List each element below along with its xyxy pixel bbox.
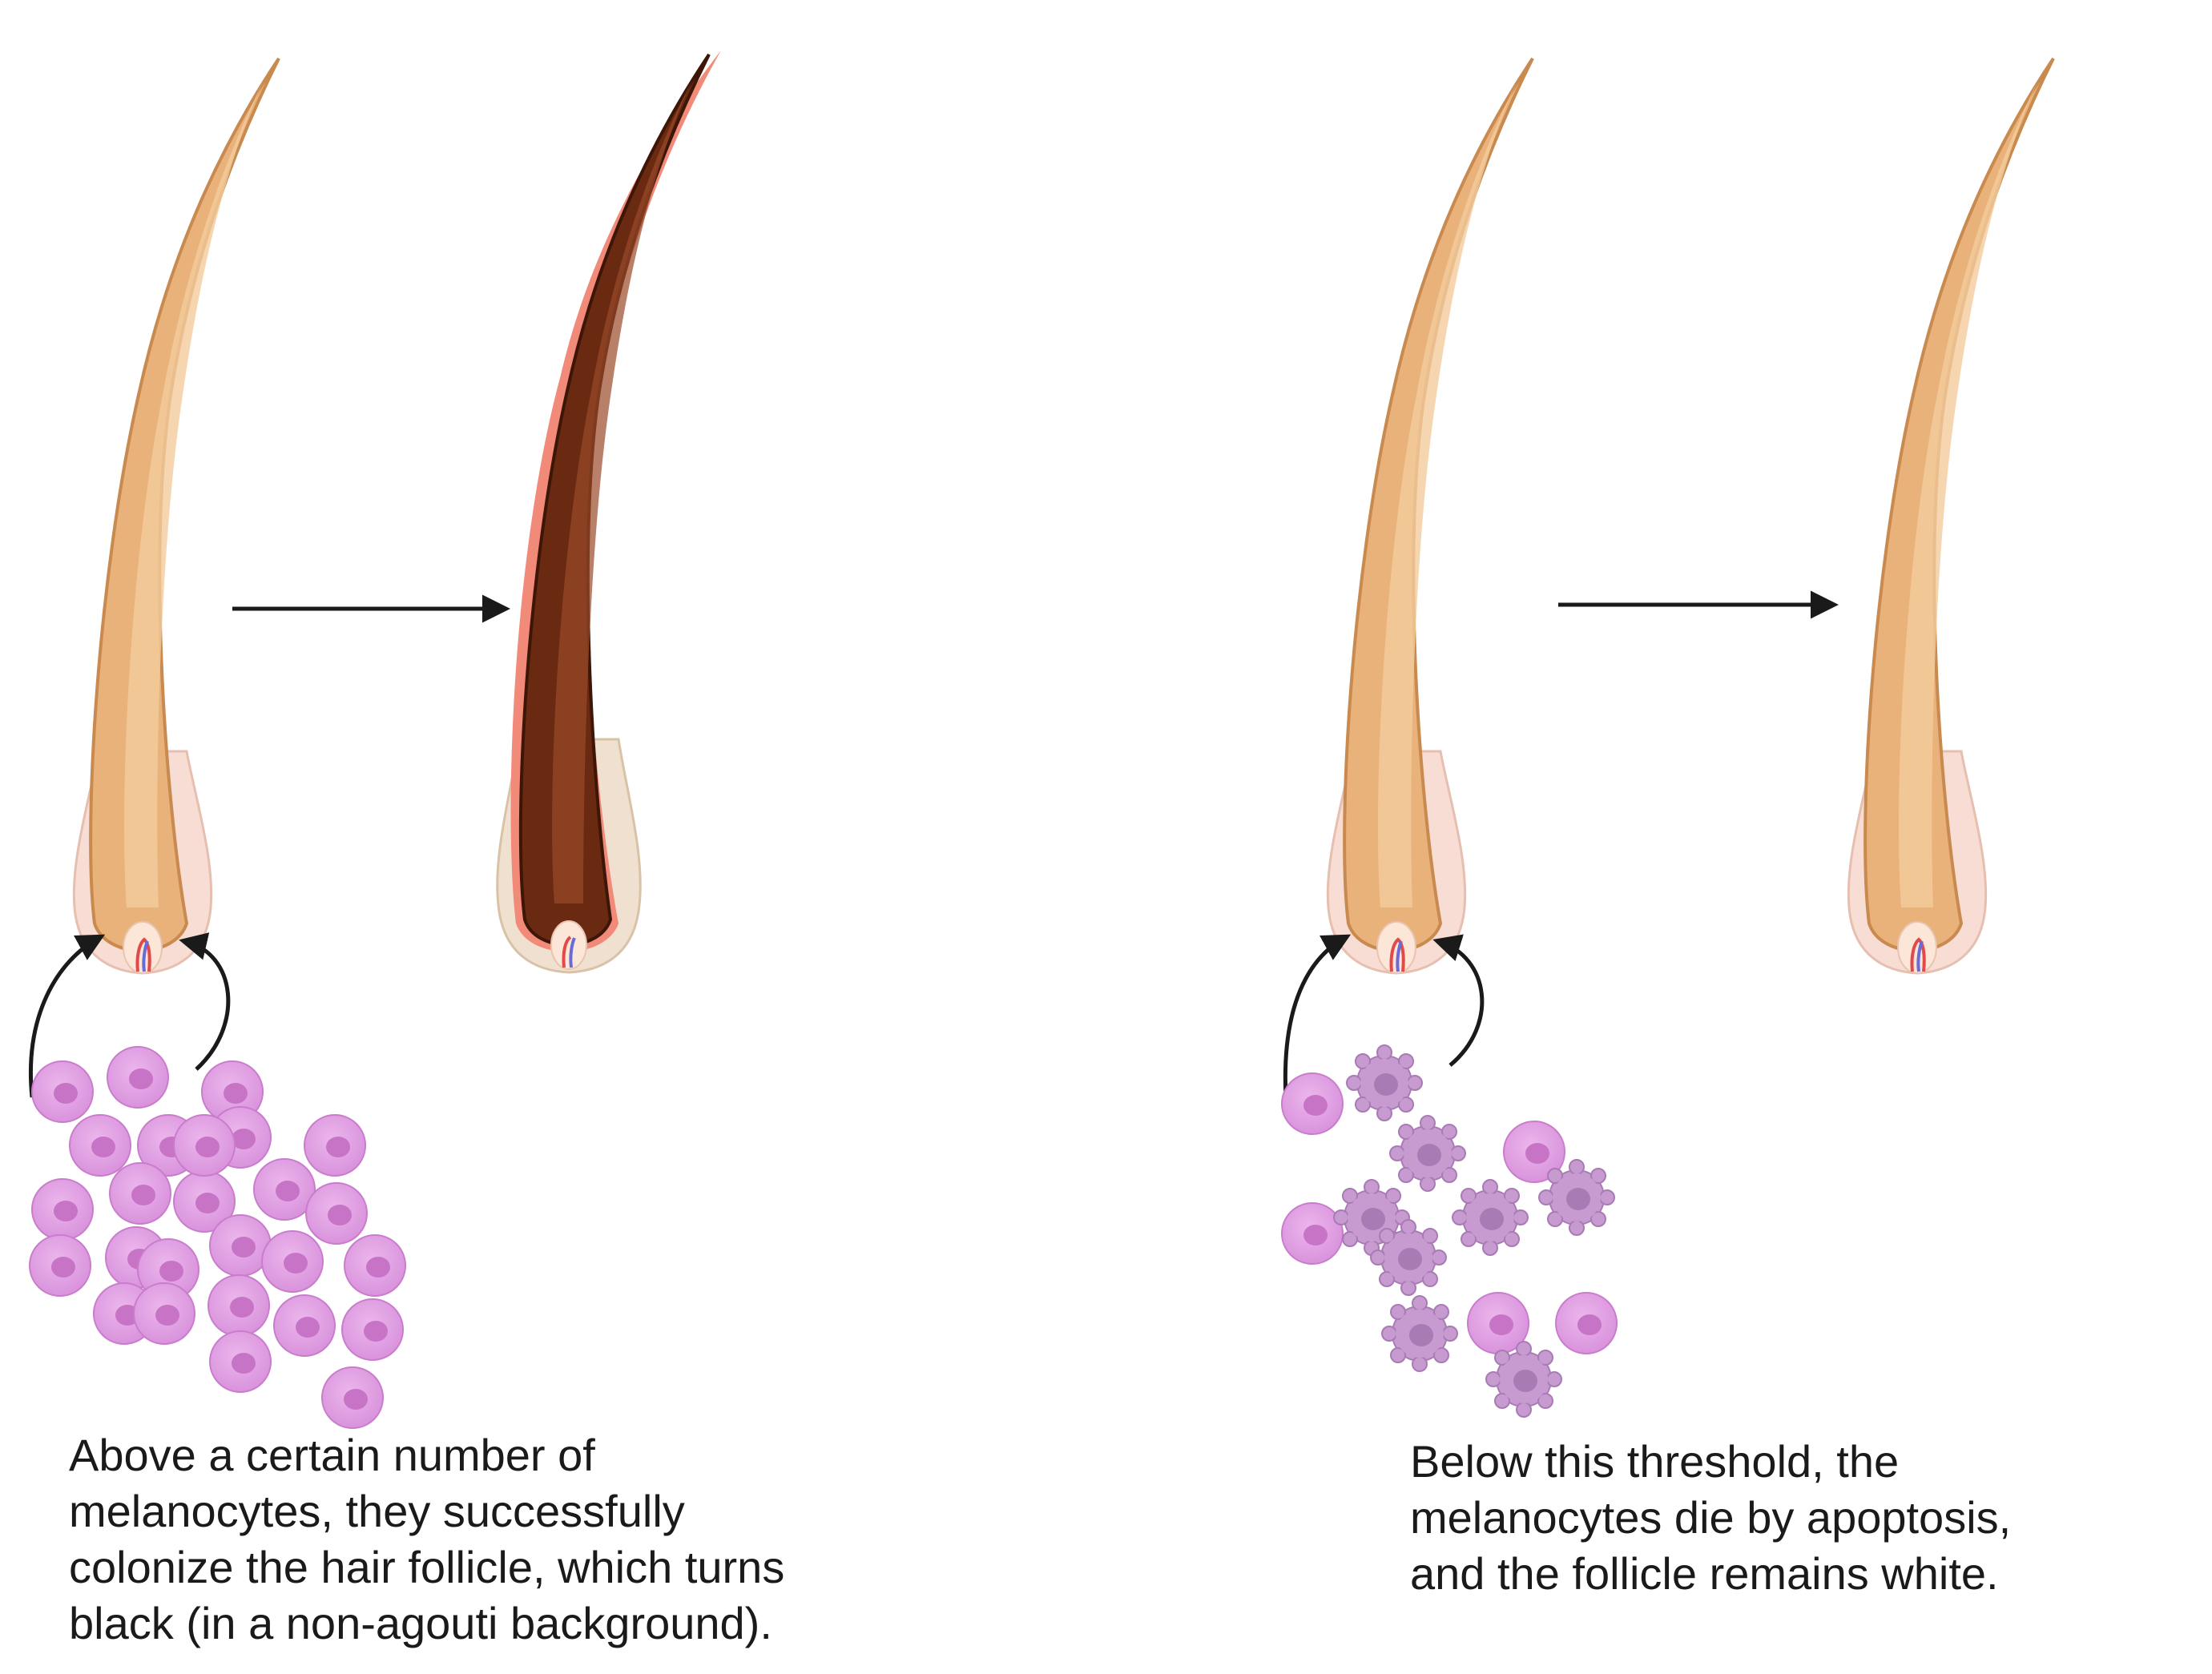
melanocyte-cluster bbox=[1281, 1044, 1618, 1418]
arrow-icon bbox=[179, 932, 231, 1071]
caption-line: and the follicle remains white. bbox=[1410, 1548, 1999, 1599]
apoptotic-melanocyte-icon bbox=[1452, 1179, 1529, 1256]
melanocyte-icon bbox=[1281, 1202, 1344, 1265]
apoptotic-melanocyte-icon bbox=[1381, 1295, 1458, 1372]
apoptotic-melanocyte-icon bbox=[1389, 1115, 1466, 1192]
caption-above-threshold: Above a certain number of melanocytes, t… bbox=[69, 1427, 784, 1652]
right-panel bbox=[1281, 57, 2055, 1418]
caption-line: Below this threshold, the bbox=[1410, 1436, 1900, 1487]
arrow-icon bbox=[29, 934, 106, 1098]
left-panel bbox=[29, 49, 723, 1429]
hair-follicle-icon bbox=[1847, 57, 2055, 975]
apoptotic-melanocyte-icon bbox=[1538, 1159, 1615, 1236]
apoptotic-melanocyte-icon bbox=[1346, 1044, 1423, 1121]
caption-line: black (in a non-agouti background). bbox=[69, 1598, 772, 1648]
caption-below-threshold: Below this threshold, the melanocytes di… bbox=[1410, 1434, 2011, 1602]
caption-line: melanocytes die by apoptosis, bbox=[1410, 1492, 2012, 1543]
caption-line: melanocytes, they successfully bbox=[69, 1486, 685, 1536]
melanocyte-icon bbox=[1555, 1292, 1618, 1354]
hair-follicle-icon bbox=[1326, 57, 1534, 975]
hair-follicle-icon bbox=[495, 49, 723, 974]
melanocyte-cluster bbox=[29, 1046, 406, 1429]
apoptotic-melanocyte-icon bbox=[1370, 1219, 1447, 1296]
arrow-icon bbox=[1432, 934, 1485, 1067]
hair-follicle-icon bbox=[72, 57, 280, 975]
caption-line: Above a certain number of bbox=[69, 1430, 595, 1480]
apoptotic-melanocyte-icon bbox=[1485, 1341, 1562, 1418]
melanocyte-icon bbox=[1281, 1072, 1344, 1135]
caption-line: colonize the hair follicle, which turns bbox=[69, 1542, 785, 1592]
arrow-icon bbox=[1283, 934, 1352, 1098]
